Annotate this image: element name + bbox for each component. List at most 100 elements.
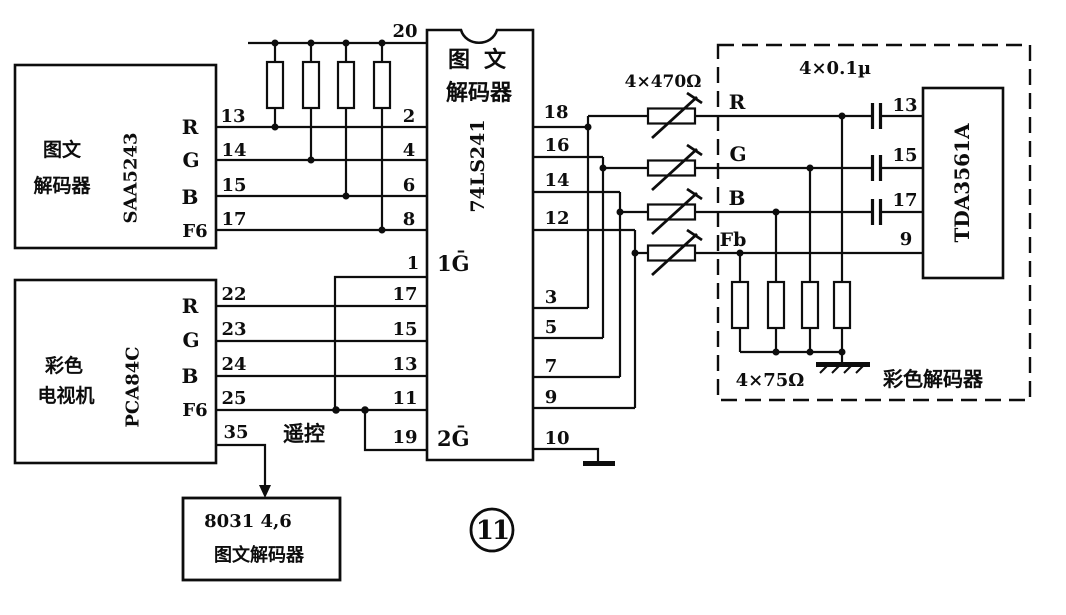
cap-g <box>870 155 883 181</box>
adjustable-resistors-470 <box>646 91 703 277</box>
adjustable-resistor-b <box>646 187 703 236</box>
mcu-8031-box <box>181 496 342 582</box>
saa5243-pin-13: 13 <box>220 106 245 127</box>
tda3561a-box <box>921 86 1005 280</box>
tda3561a-pin-17: 17 <box>892 190 917 211</box>
ground-termination <box>816 362 870 374</box>
figure-number-circle <box>469 507 515 553</box>
label-caps-01: 4×0.1µ <box>799 58 871 79</box>
boxes <box>13 28 1032 582</box>
analog-signal-b: B <box>729 186 746 210</box>
analog-signal-r: R <box>729 90 746 114</box>
ls241-pin-2: 2 <box>403 106 416 127</box>
label-resistors-470: 4×470Ω <box>625 72 702 92</box>
tda3561a-pin-9: 9 <box>900 229 913 250</box>
pca84c-signal-g: G <box>182 328 199 352</box>
cap-r <box>870 103 883 129</box>
wire-pullup-stubs <box>273 43 384 230</box>
color-decoder-dashed-box <box>716 43 1032 402</box>
pca84c-pin-35: 35 <box>223 422 248 443</box>
termination-resistors-75 <box>730 280 852 330</box>
ls241-pin-15: 15 <box>392 319 417 340</box>
ls241-pin-16: 16 <box>544 135 569 156</box>
pullup-resistor-4 <box>372 60 392 110</box>
tda3561a-pin-15: 15 <box>892 145 917 166</box>
ls241-enable2-label: 2Ḡ <box>437 426 470 451</box>
saa5243-title-line2: 解码器 <box>33 174 91 197</box>
ls241-pin-17: 17 <box>392 284 417 305</box>
pca84c-box <box>13 278 218 465</box>
label-resistors-75: 4×75Ω <box>736 370 805 391</box>
cap-b <box>870 199 883 225</box>
ls241-pin-6: 6 <box>403 175 416 196</box>
pca84c-title-line1: 彩色 <box>44 354 83 377</box>
coupling-caps <box>870 103 883 225</box>
wire-term-rail <box>740 350 844 362</box>
mcu-line1: 8031 4,6 <box>204 511 292 532</box>
tda3561a-pin-13: 13 <box>892 95 917 116</box>
ls241-pin-7: 7 <box>545 356 558 377</box>
saa5243-signal-f6: F6 <box>182 221 207 242</box>
label-module: 彩色解码器 <box>882 367 984 391</box>
wire-enable1 <box>333 275 427 410</box>
ls241-chip-name: 74LS241 <box>467 119 489 212</box>
adjustable-resistor-fb <box>646 228 703 277</box>
wires <box>216 41 923 486</box>
wire-term-stubs <box>738 116 844 352</box>
ls241-pin-8: 8 <box>403 209 416 230</box>
pca84c-pin-22: 22 <box>221 284 246 305</box>
saa5243-title-line1: 图文 <box>43 138 82 161</box>
arrow-down-icon <box>259 485 271 498</box>
term-resistor-fb <box>730 280 750 330</box>
saa5243-signal-b: B <box>182 185 199 209</box>
ls241-pin-10: 10 <box>544 428 569 449</box>
mcu-line2: 图文解码器 <box>214 544 305 566</box>
adjustable-resistor-g <box>646 143 703 192</box>
tda3561a-chip-name: TDA3561A <box>950 123 974 242</box>
wire-pin10-gnd <box>533 447 600 461</box>
analog-signal-g: G <box>729 142 746 166</box>
pullup-resistor-2 <box>301 60 321 110</box>
ls241-pin-12: 12 <box>544 208 569 229</box>
pca84c-pin-25: 25 <box>221 388 246 409</box>
ls241-pin-18: 18 <box>543 102 568 123</box>
ls241-title-line2: 解码器 <box>446 80 513 106</box>
ls241-title-line1: 图文 <box>448 47 520 73</box>
ls241-pin-13: 13 <box>392 354 417 375</box>
pca84c-title-line2: 电视机 <box>37 384 94 407</box>
ls241-pin-9: 9 <box>545 387 558 408</box>
ls241-pin-19: 19 <box>392 427 417 448</box>
label-remote: 遥控 <box>283 421 325 446</box>
saa5243-pin-15: 15 <box>221 175 246 196</box>
ls241-pin-20: 20 <box>392 21 417 42</box>
ls241-enable1-label: 1Ḡ <box>437 251 470 276</box>
wire-enable2 <box>363 410 427 452</box>
saa5243-pin-17: 17 <box>221 209 246 230</box>
pca84c-signal-r: R <box>182 294 199 318</box>
pca84c-signal-b: B <box>182 364 199 388</box>
saa5243-pin-14: 14 <box>221 140 246 161</box>
adjustable-resistor-r <box>646 91 703 140</box>
term-resistor-b <box>766 280 786 330</box>
ls241-pin-5: 5 <box>545 317 558 338</box>
ls241-pin-3: 3 <box>545 287 558 308</box>
ls241-pin-14: 14 <box>544 170 569 191</box>
pullup-resistor-3 <box>336 60 356 110</box>
junction-dots <box>271 39 846 414</box>
analog-signal-fb: Fb <box>720 229 747 251</box>
ls241-pin-4: 4 <box>403 140 416 161</box>
saa5243-chip-name: SAA5243 <box>121 132 142 223</box>
ground-symbols <box>583 362 870 466</box>
ls241-box <box>425 28 535 462</box>
pca84c-pin-24: 24 <box>221 354 246 375</box>
pca84c-pin-23: 23 <box>221 319 246 340</box>
saa5243-box <box>13 63 218 250</box>
wire-pin35 <box>216 443 267 486</box>
saa5243-signal-r: R <box>182 115 199 139</box>
pca84c-chip-name: PCA84C <box>123 346 144 427</box>
figure-number: 11 <box>476 516 508 546</box>
pullup-resistor-1 <box>265 60 285 110</box>
pullup-resistors <box>265 60 392 110</box>
